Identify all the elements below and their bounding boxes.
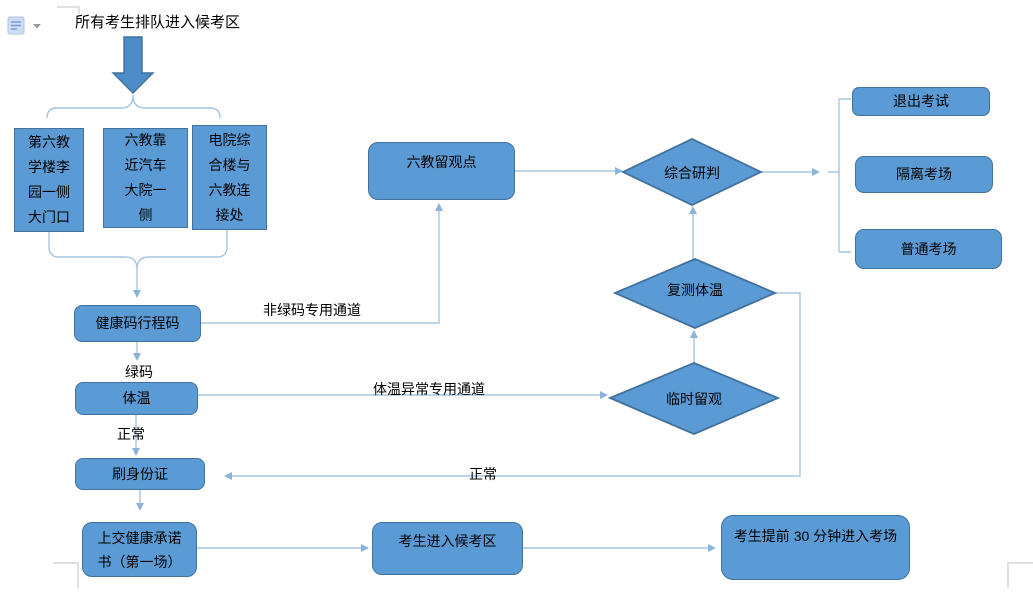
node-enter-room[interactable]: 考生提前 30 分钟进入考场 <box>721 515 910 580</box>
node-location-1[interactable]: 第六教学楼李园一侧大门口 <box>14 128 84 232</box>
node-label: 退出考试 <box>893 93 949 109</box>
edge-label-normal-1: 正常 <box>117 426 145 442</box>
diamond-label-judge: 综合研判 <box>664 165 720 181</box>
node-label: 考生进入候考区 <box>398 533 497 549</box>
arrowhead-up-icon <box>689 206 697 214</box>
node-submit-letter[interactable]: 上交健康承诺书（第一场） <box>82 522 197 577</box>
paste-dropdown-arrow-icon[interactable] <box>33 24 41 29</box>
arrowhead-right-icon <box>361 544 369 552</box>
flow-title: 所有考生排队进入候考区 <box>75 14 241 31</box>
arrowhead-down-icon <box>132 448 140 456</box>
edge-label-normal-2: 正常 <box>469 466 497 482</box>
node-enter-waiting[interactable]: 考生进入候考区 <box>372 522 523 575</box>
arrowhead-down-icon <box>133 353 141 361</box>
arrowhead-left-icon <box>224 472 232 480</box>
crop-mark-top-left <box>57 6 80 14</box>
node-label: 第六教学楼李园一侧大门口 <box>28 134 70 225</box>
diamond-retest-temp[interactable] <box>612 258 778 329</box>
arrowhead-up-icon <box>690 330 698 338</box>
node-label: 六教靠近汽车大院一侧 <box>124 132 167 223</box>
arrowhead-right-icon <box>600 391 608 399</box>
crop-mark-bottom-left <box>53 562 79 588</box>
arrowhead-down-icon <box>133 290 141 298</box>
block-down-arrow[interactable] <box>111 36 155 94</box>
node-label: 健康码行程码 <box>95 315 180 331</box>
node-label: 电院综合楼与六教连接处 <box>208 131 251 223</box>
node-label: 上交健康承诺书（第一场） <box>97 530 182 570</box>
edge-retest-normal-return <box>231 292 801 477</box>
arrowhead-down-icon <box>136 503 144 511</box>
edge-label-non-green: 非绿码专用通道 <box>263 302 361 318</box>
diamond-temp-observe[interactable] <box>607 362 781 435</box>
node-quit-exam[interactable]: 退出考试 <box>852 87 990 116</box>
edge-label-green: 绿码 <box>125 364 153 380</box>
arrowhead-right-icon <box>812 168 820 176</box>
node-label: 六教留观点 <box>406 154 477 170</box>
arrowhead-right-icon <box>615 167 623 175</box>
arrowhead-up-icon <box>435 203 443 211</box>
node-location-2[interactable]: 六教靠近汽车大院一侧 <box>103 128 188 228</box>
crop-mark-bottom-right <box>1007 562 1033 588</box>
edge-nongreen-channel <box>201 209 440 324</box>
node-label: 体温 <box>122 390 151 406</box>
node-isolate-room[interactable]: 隔离考场 <box>855 156 993 193</box>
node-normal-room[interactable]: 普通考场 <box>855 229 1002 269</box>
brace-bottom-connectors <box>48 230 228 247</box>
diamond-judge[interactable] <box>620 138 764 206</box>
diamond-label-temp-observe: 临时留观 <box>666 391 722 407</box>
diamond-label-retest-temp: 复测体温 <box>667 282 723 298</box>
node-label: 普通考场 <box>900 240 957 257</box>
edge-label-temp-abnormal: 体温异常专用通道 <box>373 381 485 397</box>
node-label: 隔离考场 <box>896 166 952 182</box>
node-label: 考生提前 30 分钟进入考场 <box>733 528 898 544</box>
paste-options-icon[interactable] <box>7 16 41 35</box>
arrowhead-right-icon <box>708 544 716 552</box>
node-observe-point[interactable]: 六教留观点 <box>368 142 515 200</box>
node-scan-id[interactable]: 刷身份证 <box>75 458 205 490</box>
node-health-code[interactable]: 健康码行程码 <box>74 305 201 342</box>
node-location-3[interactable]: 电院综合楼与六教连接处 <box>192 125 267 230</box>
result-bracket <box>828 98 851 253</box>
brace-top <box>46 94 221 119</box>
brace-bottom <box>48 246 228 270</box>
node-label: 刷身份证 <box>112 465 168 482</box>
node-temperature[interactable]: 体温 <box>75 382 198 415</box>
